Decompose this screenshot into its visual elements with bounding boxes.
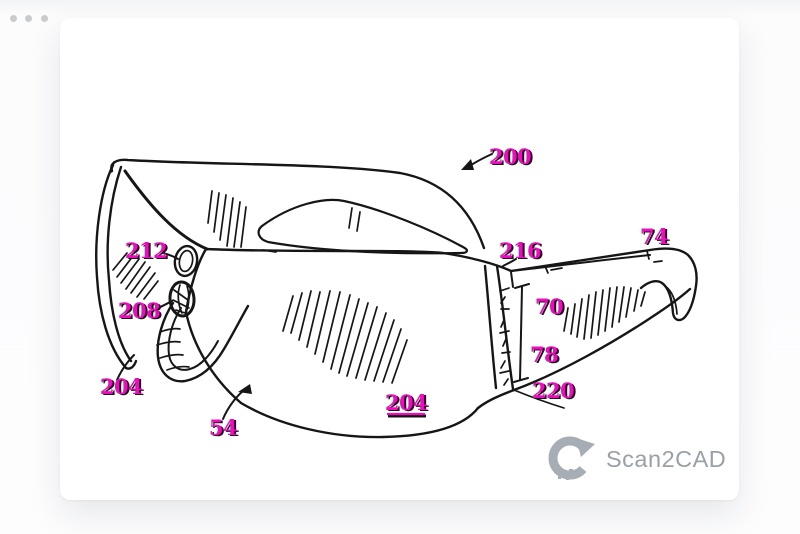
ref-label-70: 70 70 xyxy=(535,294,566,320)
svg-text:200: 200 xyxy=(491,145,533,170)
svg-text:70: 70 xyxy=(535,294,563,319)
svg-text:212: 212 xyxy=(125,238,167,263)
leader-54 xyxy=(222,390,244,420)
temple-tip-ribs xyxy=(156,327,190,371)
lens-right-edge xyxy=(483,264,498,390)
temple-tip-outer xyxy=(156,301,250,383)
lens-top-mark xyxy=(262,249,277,253)
window-controls xyxy=(8,7,54,29)
leader-204-left xyxy=(116,354,135,381)
window-dot-1[interactable] xyxy=(10,15,17,22)
main-lens xyxy=(184,247,516,439)
brow-hatching xyxy=(207,190,361,248)
temple-top-edge-lower xyxy=(510,254,651,272)
leader-lines xyxy=(116,153,517,420)
brow-bar xyxy=(110,158,486,255)
window-dot-2[interactable] xyxy=(25,15,33,22)
ref-label-204-center: 204 204 xyxy=(385,390,430,418)
window-dot-3[interactable] xyxy=(40,15,48,22)
svg-text:54: 54 xyxy=(209,415,237,440)
svg-text:78: 78 xyxy=(530,342,558,367)
leader-212 xyxy=(162,252,179,260)
svg-text:204: 204 xyxy=(100,374,142,399)
ear-hook-outline xyxy=(639,247,698,322)
svg-text:208: 208 xyxy=(120,299,162,324)
ref-label-208: 208 208 xyxy=(118,298,163,324)
brow-under-curve xyxy=(123,169,209,251)
left-lens-wrap xyxy=(95,163,159,370)
ref-label-204-left: 204 204 xyxy=(100,374,145,400)
leader-208 xyxy=(155,300,173,310)
leader-216 xyxy=(502,258,517,267)
temple-bottom-edge xyxy=(512,287,692,392)
svg-text:74: 74 xyxy=(642,225,670,250)
lens-glare-hatching xyxy=(282,290,408,384)
temple-hatching xyxy=(563,286,646,340)
watermark-arrowhead xyxy=(576,438,595,457)
svg-text:208: 208 xyxy=(118,298,160,323)
ear-hook-ticks xyxy=(646,250,663,263)
nose-ring-outer xyxy=(173,244,199,278)
svg-text:212: 212 xyxy=(127,239,169,264)
lens-left-edge xyxy=(184,247,208,314)
ref-label-74: 74 74 xyxy=(640,224,671,250)
hinge-marks xyxy=(544,265,563,274)
svg-text:54: 54 xyxy=(211,416,239,441)
ear-hook-inner-line xyxy=(664,285,678,315)
lens-bottom-right-edge xyxy=(476,388,516,410)
svg-text:74: 74 xyxy=(640,224,668,249)
svg-text:216: 216 xyxy=(499,238,541,263)
ref-label-212: 212 212 xyxy=(125,238,170,264)
svg-text:204: 204 xyxy=(387,391,429,416)
watermark: Scan2CAD xyxy=(548,436,726,480)
left-wrap-bottom-tip xyxy=(124,359,138,370)
svg-text:216: 216 xyxy=(501,239,543,264)
seam-stitch-dashes xyxy=(499,287,511,386)
dimension-line xyxy=(510,271,530,383)
brow-outer-edge xyxy=(110,158,486,250)
right-temple xyxy=(509,248,692,409)
lens-bottom-edge xyxy=(184,310,480,439)
left-wrap-inner-edge xyxy=(106,165,133,363)
seam-and-dimension xyxy=(495,264,530,391)
left-temple-tip xyxy=(156,301,250,383)
svg-text:204: 204 xyxy=(385,390,427,415)
ref-label-216: 216 216 xyxy=(499,238,544,264)
hidden-lens-tip-line xyxy=(513,389,565,409)
ear-hook xyxy=(639,247,698,322)
nose-pad-texture xyxy=(172,284,190,315)
arrowhead-200 xyxy=(461,159,474,170)
watermark-pixel-dissolve xyxy=(556,468,576,480)
arrowhead-54 xyxy=(238,384,252,394)
svg-text:200: 200 xyxy=(489,144,531,169)
left-wrap-outer-edge xyxy=(95,163,128,370)
ref-label-200: 200 200 xyxy=(489,144,534,170)
watermark-brand-text: Scan2CAD xyxy=(606,446,726,472)
svg-text:78: 78 xyxy=(532,343,560,368)
reference-labels: 200 200 212 212 208 208 204 204 54 54 21… xyxy=(100,144,671,441)
brow-inner-panel xyxy=(257,198,468,255)
svg-text:204: 204 xyxy=(102,375,144,400)
ref-label-54: 54 54 xyxy=(209,415,240,441)
ref-label-78: 78 78 xyxy=(530,342,561,368)
window-card xyxy=(60,18,739,500)
nose-pad-outline xyxy=(168,280,196,318)
left-wrap-hatching xyxy=(112,252,159,300)
nose-bridge xyxy=(168,244,199,318)
svg-text:220: 220 xyxy=(532,378,574,403)
svg-text:220: 220 xyxy=(534,379,576,404)
ref-label-220: 220 220 xyxy=(532,378,577,404)
nose-ring-inner xyxy=(178,249,194,273)
temple-front-edge xyxy=(495,264,515,391)
svg-text:70: 70 xyxy=(537,295,565,320)
